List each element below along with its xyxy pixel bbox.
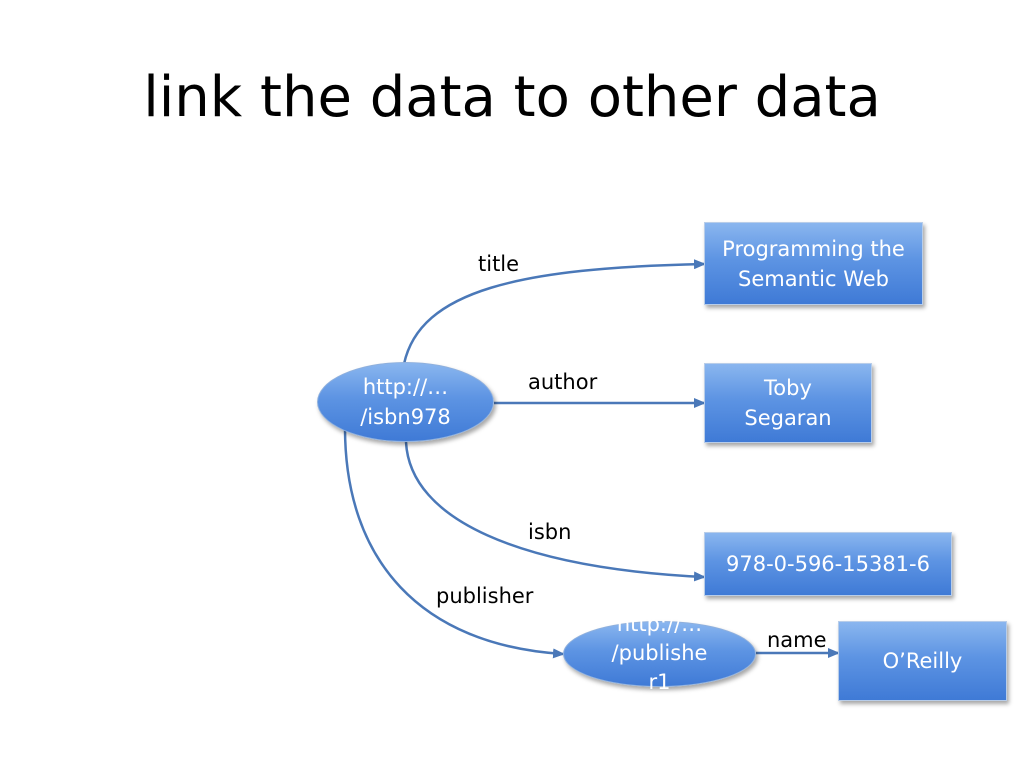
edge-isbn-arrow (404, 441, 706, 582)
edge-label-publisher: publisher (436, 584, 534, 608)
edge-label-name: name (767, 628, 827, 652)
author-literal-line1: Toby (764, 376, 812, 400)
edge-title-arrow (402, 259, 706, 365)
title-literal-line1: Programming the (722, 236, 905, 261)
publisher-node-line1: http://… (616, 611, 703, 636)
publisher-node-line3: r1 (648, 669, 671, 694)
edge-publisher-arrow (343, 427, 565, 659)
edge-label-author: author (528, 370, 598, 394)
author-literal-node: Toby Segaran (704, 363, 872, 443)
edge-label-isbn: isbn (528, 520, 572, 544)
author-literal-line2: Segaran (744, 406, 832, 430)
isbn-literal-line1: 978-0-596-15381-6 (725, 552, 930, 576)
slide-title: link the data to other data (143, 65, 881, 130)
name-literal-node: O’Reilly (838, 621, 1007, 701)
title-literal-line2: Semantic Web (738, 266, 889, 291)
book-node-line2: /isbn978 (360, 405, 451, 429)
publisher-resource-node: http://… /publishe r1 (563, 612, 756, 694)
publisher-node-line2: /publishe (611, 640, 708, 665)
title-literal-node: Programming the Semantic Web (704, 222, 923, 305)
isbn-literal-node: 978-0-596-15381-6 (704, 532, 952, 596)
book-node-line1: http://… (362, 375, 449, 399)
book-resource-node: http://… /isbn978 (317, 362, 494, 442)
edge-label-title: title (478, 252, 520, 276)
name-literal-line1: O’Reilly (882, 649, 963, 673)
